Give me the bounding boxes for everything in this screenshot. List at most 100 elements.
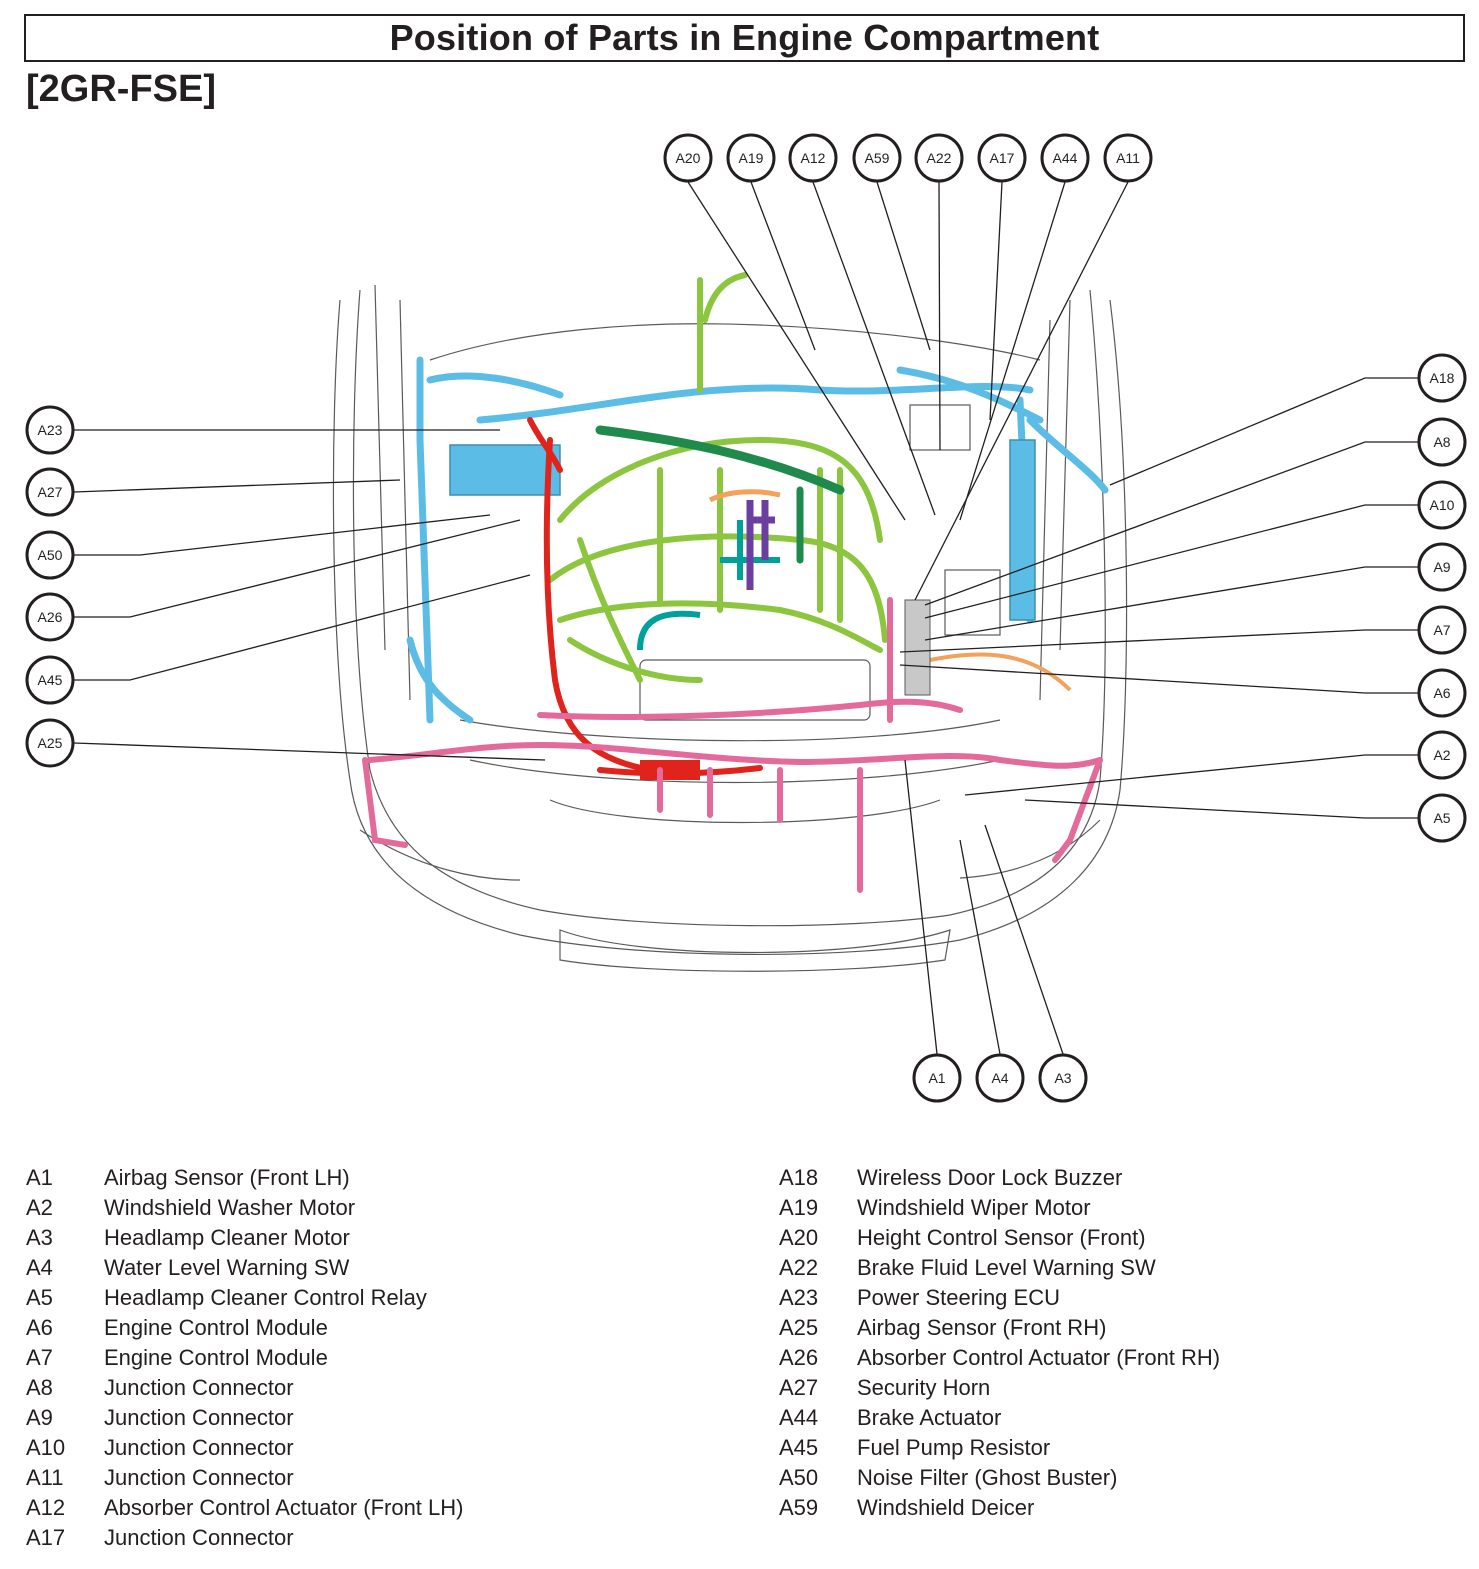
engine-code-subtitle: [2GR-FSE] [26, 68, 216, 110]
legend-name: Windshield Washer Motor [104, 1195, 356, 1220]
callout-A10: A10 [1417, 480, 1467, 530]
callout-A22: A22 [914, 133, 964, 183]
svg-text:A7: A7 [1433, 622, 1450, 638]
callout-A2: A2 [1417, 730, 1467, 780]
callout-A44: A44 [1040, 133, 1090, 183]
legend-code: A3 [26, 1225, 53, 1250]
legend-code: A20 [779, 1225, 819, 1250]
legend-name: Absorber Control Actuator (Front LH) [104, 1495, 464, 1520]
svg-text:A23: A23 [38, 422, 63, 438]
legend-name: Brake Actuator [857, 1405, 1002, 1430]
legend-row: A10 Junction Connector [26, 1433, 463, 1463]
legend-code: A11 [26, 1465, 64, 1490]
legend-code: A27 [779, 1375, 819, 1400]
legend-name: Noise Filter (Ghost Buster) [857, 1465, 1118, 1490]
legend-name: Power Steering ECU [857, 1285, 1060, 1310]
page-title: Position of Parts in Engine Compartment [389, 17, 1100, 58]
callout-A20: A20 [663, 133, 713, 183]
legend-row: A2 Windshield Washer Motor [26, 1193, 463, 1223]
legend-name: Junction Connector [104, 1525, 294, 1550]
legend-name: Headlamp Cleaner Control Relay [104, 1285, 427, 1310]
legend-name: Airbag Sensor (Front RH) [857, 1315, 1107, 1340]
legend-code: A5 [26, 1285, 53, 1310]
legend-row: A23 Power Steering ECU [779, 1283, 1220, 1313]
legend-code: A23 [779, 1285, 819, 1310]
legend-code: A10 [26, 1435, 66, 1460]
svg-text:A17: A17 [990, 150, 1015, 166]
harness-green [547, 272, 888, 683]
legend-name: Engine Control Module [104, 1345, 328, 1370]
legend-name: Windshield Deicer [857, 1495, 1035, 1520]
legend-row: A25 Airbag Sensor (Front RH) [779, 1313, 1220, 1343]
svg-text:A22: A22 [927, 150, 952, 166]
legend-name: Windshield Wiper Motor [857, 1195, 1091, 1220]
harness-purple [746, 500, 775, 590]
red-fuse-block [640, 760, 700, 780]
svg-text:A11: A11 [1116, 150, 1140, 166]
legend-code: A45 [779, 1435, 819, 1460]
legend-code: A59 [779, 1495, 819, 1520]
svg-text:A4: A4 [991, 1070, 1008, 1086]
legend-row: A50 Noise Filter (Ghost Buster) [779, 1463, 1220, 1493]
legend-code: A9 [26, 1405, 53, 1430]
car-body-outline [332, 284, 1128, 972]
harness-blue [406, 356, 1109, 724]
svg-text:A5: A5 [1433, 810, 1450, 826]
callout-A12: A12 [788, 133, 838, 183]
legend-row: A11 Junction Connector [26, 1463, 463, 1493]
svg-text:A1: A1 [928, 1070, 945, 1086]
legend-name: Junction Connector [104, 1435, 294, 1460]
callout-A59: A59 [852, 133, 902, 183]
callout-A7: A7 [1417, 605, 1467, 655]
svg-text:A8: A8 [1433, 434, 1450, 450]
callout-A23: A23 [25, 405, 75, 455]
legend-code: A7 [26, 1345, 53, 1370]
legend-name: Absorber Control Actuator (Front RH) [857, 1345, 1221, 1370]
legend-code: A18 [779, 1165, 819, 1190]
legend-row: A22 Brake Fluid Level Warning SW [779, 1253, 1220, 1283]
callout-A50: A50 [25, 530, 75, 580]
legend-code: A26 [779, 1345, 819, 1370]
blue-relay-block [1009, 439, 1036, 621]
legend-code: A8 [26, 1375, 53, 1400]
legend-row: A44 Brake Actuator [779, 1403, 1220, 1433]
ecm-block [904, 599, 931, 696]
callout-A8: A8 [1417, 417, 1467, 467]
legend-code: A50 [779, 1465, 819, 1490]
svg-text:A44: A44 [1053, 150, 1078, 166]
legend-code: A25 [779, 1315, 819, 1340]
legend-code: A17 [26, 1525, 66, 1550]
legend-name: Junction Connector [104, 1405, 294, 1430]
legend-name: Junction Connector [104, 1465, 294, 1490]
legend-row: A7 Engine Control Module [26, 1343, 463, 1373]
callout-A45: A45 [25, 655, 75, 705]
callout-A25: A25 [25, 718, 75, 768]
legend-code: A1 [26, 1165, 53, 1190]
legend-name: Height Control Sensor (Front) [857, 1225, 1146, 1250]
legend-code: A44 [779, 1405, 819, 1430]
svg-text:A27: A27 [38, 484, 63, 500]
callout-A9: A9 [1417, 542, 1467, 592]
harness-orange-right [929, 652, 1072, 692]
callout-A27: A27 [25, 467, 75, 517]
legend-row: A5 Headlamp Cleaner Control Relay [26, 1283, 463, 1313]
legend-code: A22 [779, 1255, 819, 1280]
svg-text:A26: A26 [38, 609, 63, 625]
legend-code: A2 [26, 1195, 53, 1220]
svg-text:A50: A50 [38, 547, 63, 563]
callout-A18: A18 [1417, 353, 1467, 403]
legend-name: Security Horn [857, 1375, 991, 1400]
legend-row: A17 Junction Connector [26, 1523, 463, 1553]
legend-row: A27 Security Horn [779, 1373, 1220, 1403]
callout-A5: A5 [1417, 793, 1467, 843]
callout-A11: A11 [1103, 133, 1153, 183]
svg-text:A2: A2 [1433, 747, 1450, 763]
legend-name: Brake Fluid Level Warning SW [857, 1255, 1156, 1280]
